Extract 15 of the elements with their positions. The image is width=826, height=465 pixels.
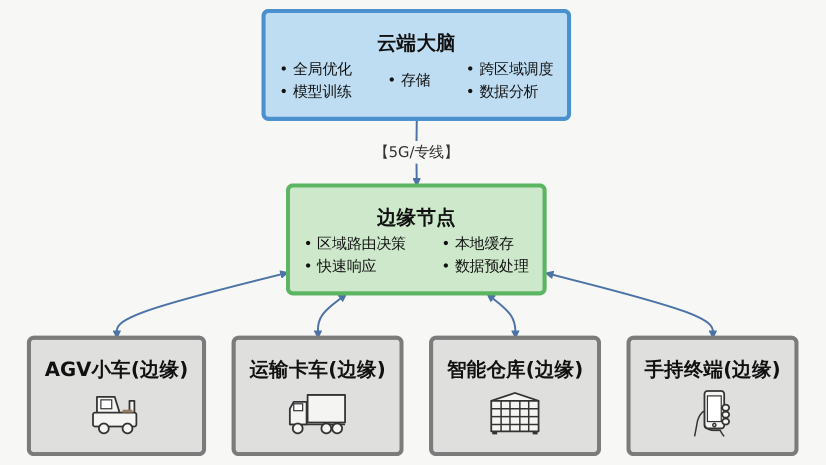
bullet-item: • 模型训练 — [280, 82, 352, 102]
bullet-item: • 本地缓存 — [442, 234, 514, 254]
bullet-item: • 快速响应 — [304, 256, 377, 277]
bullet-item: • 数据预处理 — [442, 256, 530, 277]
bullet-item: • 跨区域调度 — [466, 59, 554, 80]
box-title: 云端大脑 — [377, 30, 456, 56]
bullet-item: • 数据分析 — [466, 82, 539, 102]
bullet-item: • 区域路由决策 — [304, 234, 406, 254]
bullet-item: • 存储 — [388, 70, 431, 92]
box-title: AGV小车(边缘) — [45, 357, 189, 382]
bullet-item: • 全局优化 — [280, 59, 352, 80]
box-title: 手持终端(边缘) — [644, 357, 781, 382]
box-title: 智能仓库(边缘) — [447, 357, 584, 382]
box-title: 运输卡车(边缘) — [250, 357, 386, 382]
box-title: 边缘节点 — [377, 204, 456, 231]
